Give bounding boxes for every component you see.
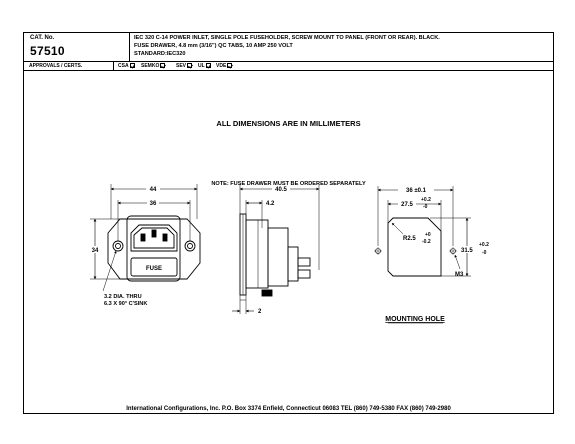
mh-thread: M3	[455, 272, 464, 278]
catalog-number: 57510	[30, 44, 65, 58]
checkbox-checked-icon	[160, 63, 166, 68]
side-body	[245, 219, 269, 289]
description-line-1: IEC 320 C-14 POWER INLET, SINGLE POLE FU…	[134, 35, 440, 41]
dim-height: 34	[92, 248, 99, 254]
approval-vde-label: VDE	[216, 63, 227, 69]
mh-tol-height-minus: -0	[482, 250, 487, 256]
dim-hole-spacing: 36	[150, 201, 157, 207]
checkbox-checked-icon	[187, 63, 193, 68]
fuse-label: FUSE	[146, 266, 162, 272]
front-mount-hole-right	[184, 240, 196, 252]
approval-semko: SEMKO	[141, 63, 166, 69]
approvals-divider	[113, 62, 114, 71]
front-flange-outline	[107, 218, 201, 280]
approval-ul-label: UL	[198, 63, 205, 69]
ordering-note: NOTE: FUSE DRAWER MUST BE ORDERED SEPARA…	[211, 181, 366, 187]
mounting-hole-label: MOUNTING HOLE	[385, 316, 445, 323]
checkbox-checked-icon	[205, 63, 211, 68]
fuse-drawer	[130, 257, 178, 277]
approval-csa-label: CSA	[118, 63, 129, 69]
mh-tol-height-plus: +0.2	[479, 242, 489, 248]
hole-callout-1: 3.2 DIA. THRU	[104, 294, 142, 300]
description-line-2: FUSE DRAWER, 4.8 mm (3/16") QC TABS, 10 …	[134, 43, 293, 49]
socket-pin-left	[140, 233, 146, 242]
front-view	[90, 184, 201, 292]
mh-tol-radius-minus: -0.2	[422, 239, 431, 245]
mh-dim-radius: R2.5	[403, 236, 416, 242]
mh-dim-height: 31.5	[461, 248, 473, 254]
socket-pin-right	[162, 233, 168, 242]
mh-dim-cutout-width: 27.5	[401, 202, 413, 208]
approval-vde: VDE	[216, 63, 233, 69]
dim-depth: 40.5	[275, 187, 287, 193]
hole-callout-2: 6.3 X 90° C'SINK	[104, 301, 147, 307]
approval-semko-label: SEMKO	[141, 63, 160, 69]
mh-tol-width-minus: -0	[423, 204, 428, 210]
approvals-row: APPROVALS / CERTS. CSA SEMKO SEV UL VDE	[24, 62, 553, 71]
dim-panel: 2	[258, 309, 262, 315]
catalog-cell: CAT. No. 57510	[24, 33, 130, 62]
approval-csa: CSA	[118, 63, 135, 69]
dim-flange: 4.2	[266, 201, 275, 207]
socket-pin-center	[151, 229, 157, 238]
company-footer: International Configurations, Inc. P.O. …	[126, 406, 451, 412]
approval-ul: UL	[198, 63, 211, 69]
dim-overall-width: 44	[150, 187, 157, 193]
mh-dim-width: 36 ±0.1	[406, 188, 427, 194]
drawing-sheet: CAT. No. 57510 IEC 320 C-14 POWER INLET,…	[23, 32, 554, 414]
description-line-3: STANDARD:IEC320	[134, 51, 186, 57]
checkbox-checked-icon	[129, 63, 135, 68]
mh-tol-width-plus: +0.2	[421, 197, 431, 203]
mounting-hole-view	[374, 186, 471, 277]
description-cell: IEC 320 C-14 POWER INLET, SINGLE POLE FU…	[130, 33, 553, 62]
approval-sev: SEV	[176, 63, 193, 69]
side-view	[232, 184, 320, 314]
front-body	[126, 215, 181, 282]
catalog-label: CAT. No.	[30, 35, 55, 41]
units-title: ALL DIMENSIONS ARE IN MILLIMETERS	[216, 119, 361, 128]
approval-sev-label: SEV	[176, 63, 187, 69]
c14-socket	[130, 224, 178, 252]
checkbox-checked-icon	[227, 63, 233, 68]
front-mount-hole-left	[112, 240, 124, 252]
approvals-label: APPROVALS / CERTS.	[29, 63, 83, 69]
mh-tol-radius-plus: +0	[425, 232, 431, 238]
side-qc-tabs	[287, 246, 299, 282]
panel-cutout	[387, 217, 442, 277]
